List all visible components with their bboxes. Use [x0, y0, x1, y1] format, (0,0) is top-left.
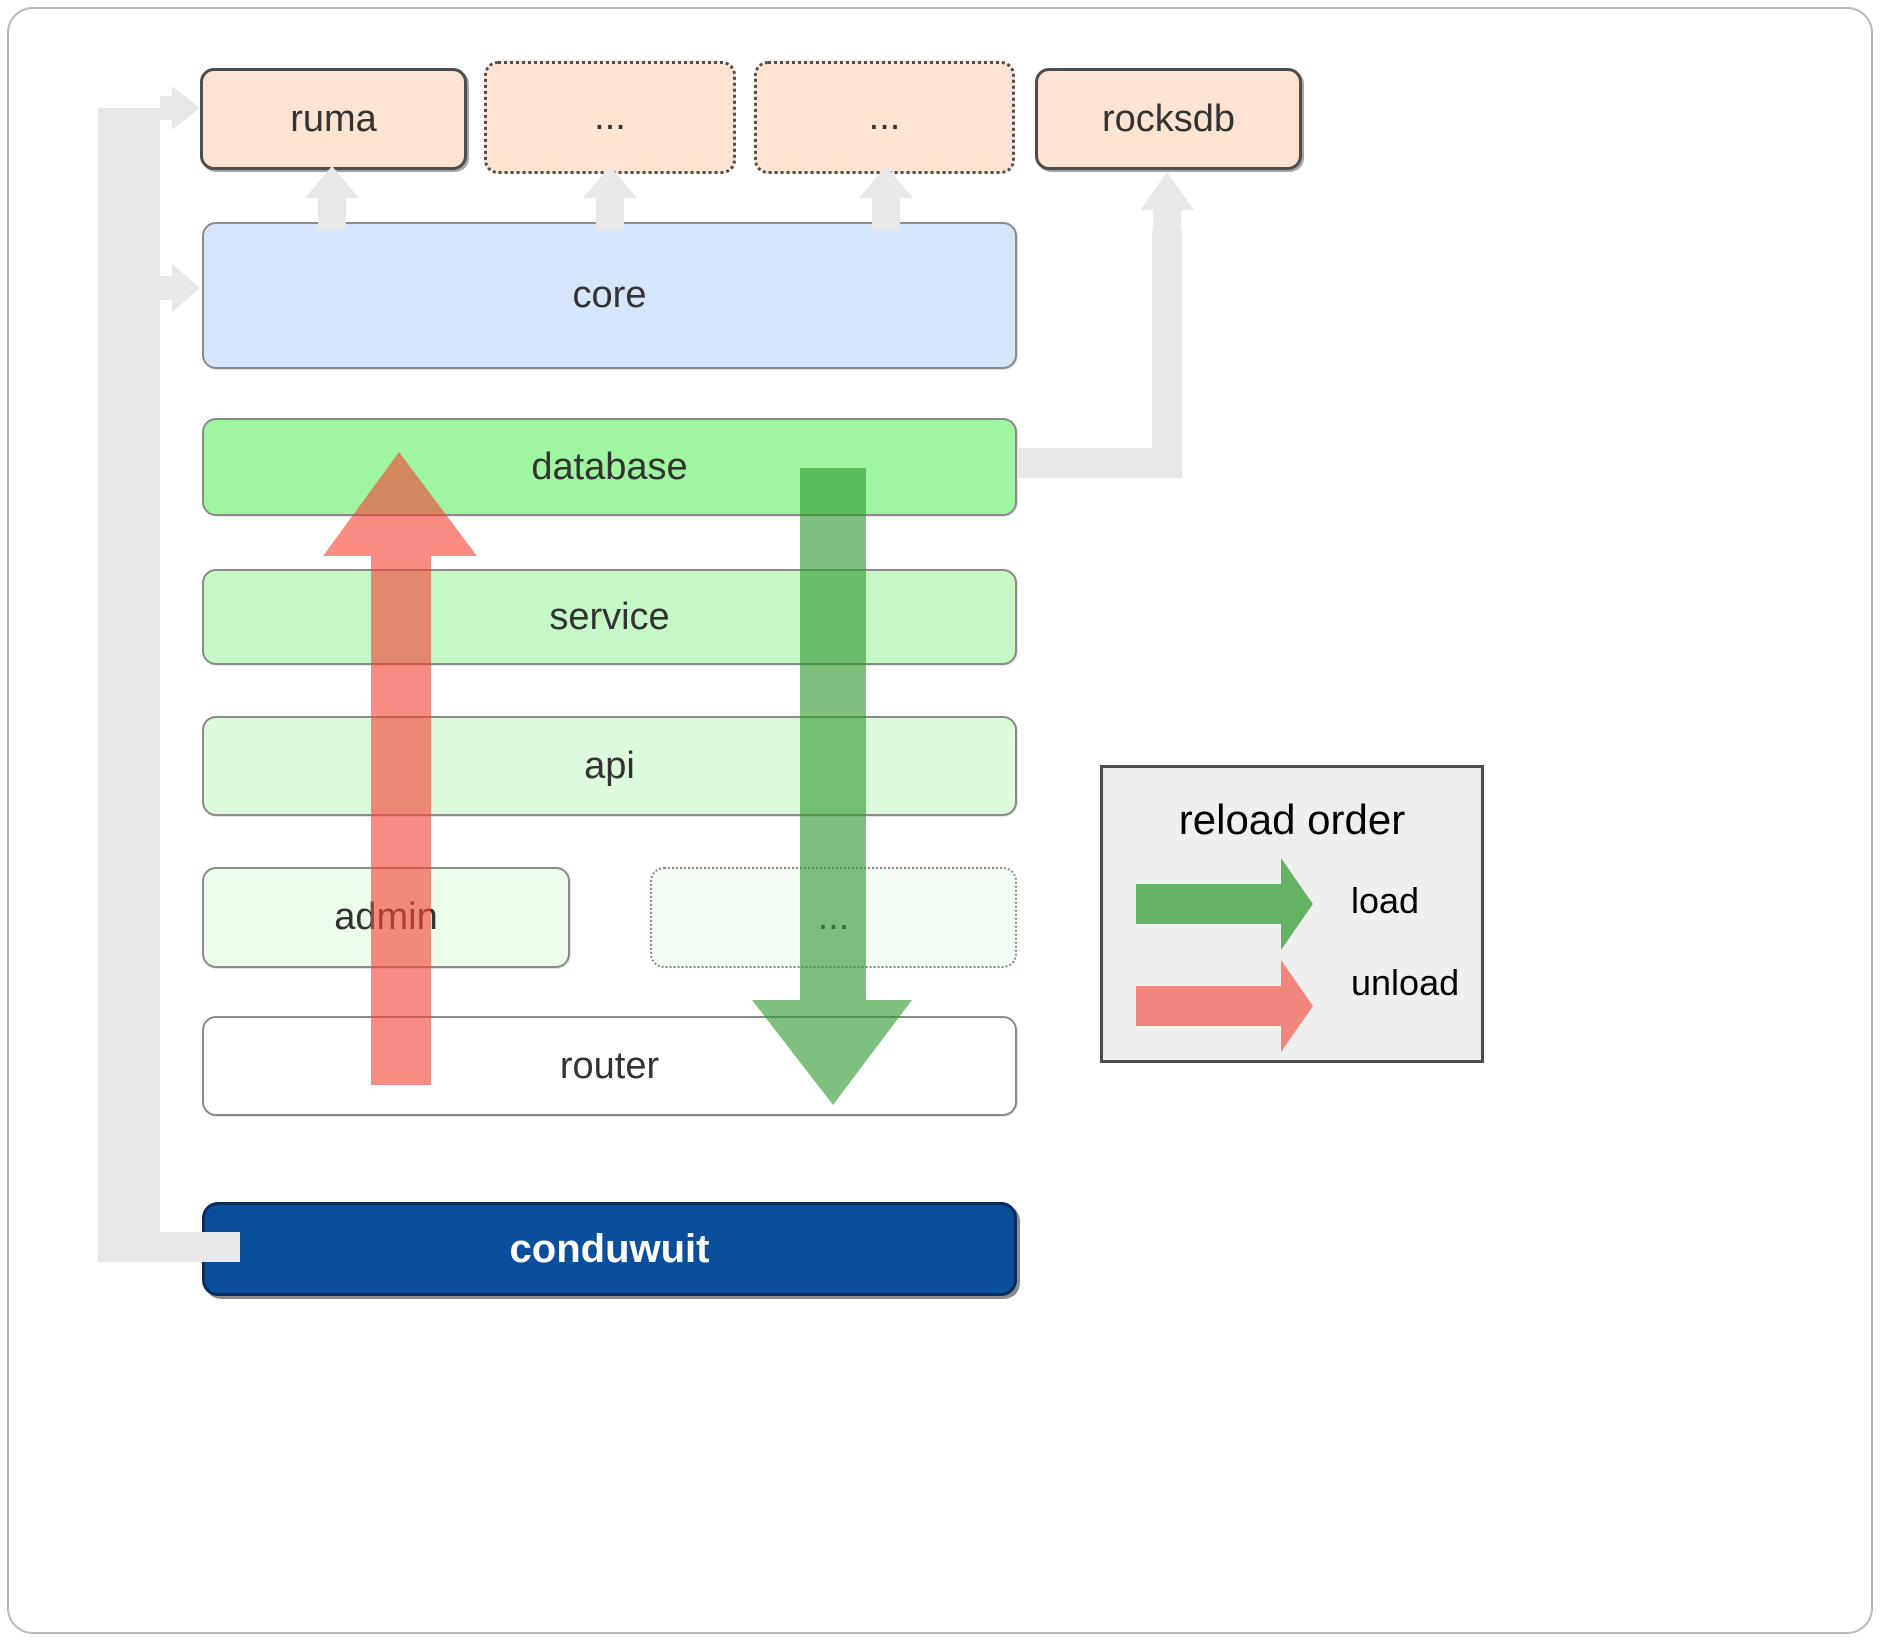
node-ruma[interactable]: ruma — [200, 68, 467, 170]
node-core[interactable]: core — [202, 222, 1017, 369]
node-ellipsis-1[interactable]: ... — [484, 61, 736, 174]
node-ruma-label: ruma — [290, 97, 377, 140]
node-ellipsis-2[interactable]: ... — [754, 61, 1015, 174]
node-ellipsis-1-label: ... — [594, 96, 626, 138]
node-conduwuit[interactable]: conduwuit — [202, 1202, 1017, 1296]
node-api[interactable]: api — [202, 716, 1017, 816]
node-router-label: router — [559, 1044, 660, 1087]
legend-label-unload: unload — [1351, 962, 1460, 1003]
node-rocksdb-label: rocksdb — [1101, 97, 1236, 140]
node-rocksdb[interactable]: rocksdb — [1035, 68, 1302, 170]
node-database[interactable]: database — [202, 418, 1017, 516]
node-ellipsis-2-label: ... — [868, 96, 901, 138]
node-core-label: core — [572, 274, 647, 316]
legend-unload-arrow — [1136, 960, 1313, 1052]
node-database-label: database — [531, 445, 688, 488]
node-ellipsis-3-label: ... — [817, 896, 850, 938]
node-service-label: service — [549, 595, 670, 638]
node-service[interactable]: service — [202, 569, 1017, 665]
node-api-label: api — [584, 744, 635, 787]
legend-title: reload order — [1178, 796, 1406, 843]
node-conduwuit-label: conduwuit — [509, 1226, 710, 1271]
legend-load-arrow — [1136, 858, 1313, 950]
node-admin-label: admin — [334, 896, 438, 938]
legend-arrows — [1136, 858, 1313, 1052]
legend-panel: reload order load unload — [1100, 765, 1484, 1063]
node-ellipsis-3[interactable]: ... — [650, 867, 1017, 968]
node-admin[interactable]: admin — [202, 867, 570, 968]
legend-label-load: load — [1351, 880, 1420, 921]
node-router[interactable]: router — [202, 1016, 1017, 1116]
